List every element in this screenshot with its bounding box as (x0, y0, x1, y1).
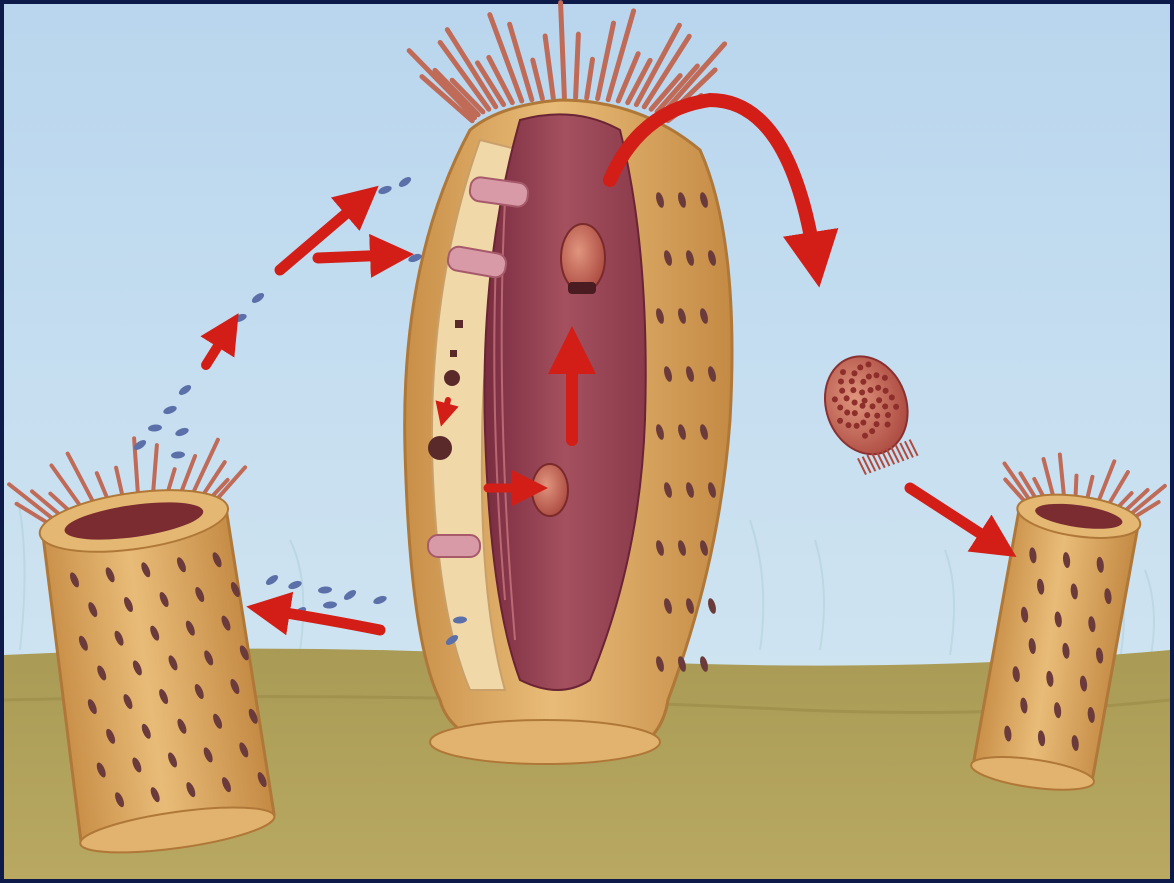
parent-base (430, 720, 660, 764)
tentacle (576, 34, 579, 97)
arrow-sperm-out-lower (318, 255, 392, 258)
developing-larva-middle (532, 464, 568, 516)
larva-top-base (568, 282, 596, 294)
developing-larva-top (561, 224, 605, 292)
arrow-in-wall (444, 400, 448, 415)
